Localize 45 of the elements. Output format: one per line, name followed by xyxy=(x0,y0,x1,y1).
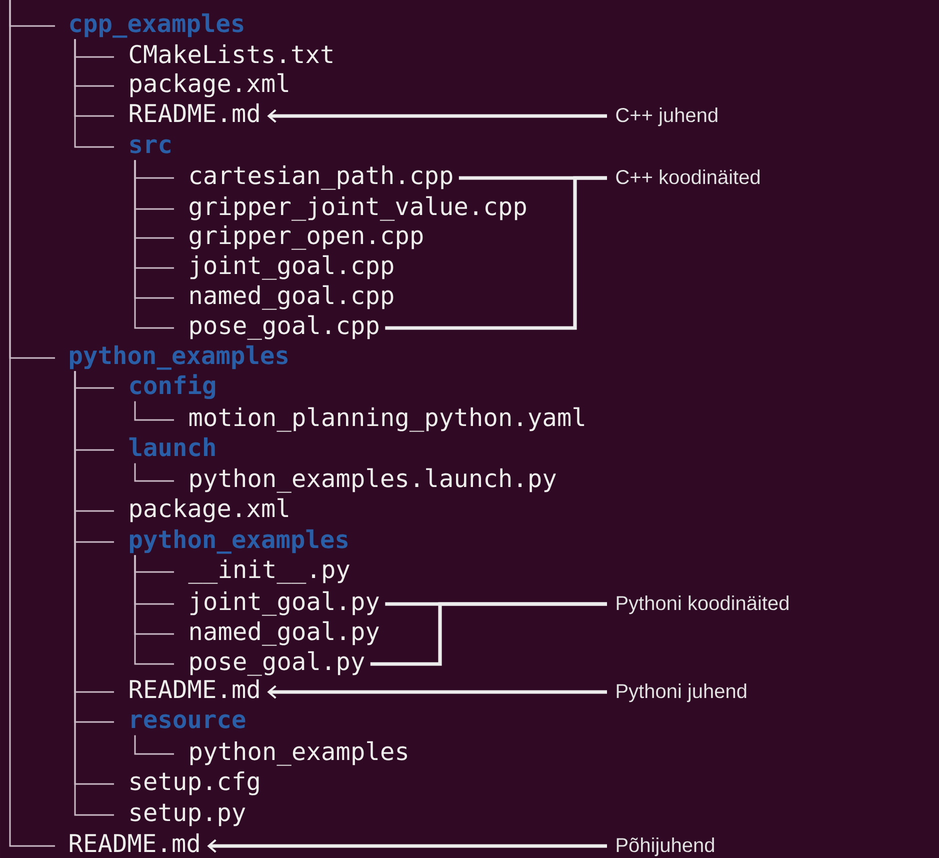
arrow xyxy=(267,109,607,123)
tree-line xyxy=(134,735,174,755)
file-name: setup.cfg xyxy=(130,771,259,796)
file-name: joint_goal.py xyxy=(190,591,379,616)
file-name: pose_goal.py xyxy=(190,651,364,676)
file-name: python_examples xyxy=(190,741,408,766)
file-name: cartesian_path.cpp xyxy=(190,165,452,190)
folder-name: cpp_examples xyxy=(70,13,244,38)
file-name: gripper_joint_value.cpp xyxy=(190,196,526,221)
tree-line xyxy=(134,555,174,665)
tree-line xyxy=(74,39,114,148)
file-name: motion_planning_python.yaml xyxy=(190,407,584,432)
file-name: named_goal.cpp xyxy=(190,285,394,310)
file-name: README.md xyxy=(130,679,259,698)
folder-name: resource xyxy=(132,714,246,728)
bracket-line xyxy=(370,602,607,666)
file-name: package.xml xyxy=(130,73,288,98)
folder-name: src xyxy=(130,139,170,154)
folder-name: config xyxy=(130,374,216,400)
file-name: named_goal.py xyxy=(190,621,379,646)
file-name: CMakeLists.txt xyxy=(130,44,332,64)
file-name: gripper_open.cpp xyxy=(190,225,423,250)
folder-name: python_examples xyxy=(130,529,348,554)
file-name: package.xml xyxy=(130,498,288,522)
file-name: README.md xyxy=(130,103,259,122)
file-name: pose_goal.cpp xyxy=(190,315,378,340)
annotation-text: Pythoni koodinäited xyxy=(616,596,788,614)
tree-line xyxy=(9,0,55,847)
folder-name: launch xyxy=(129,437,215,456)
file-name: joint_goal.cpp xyxy=(190,255,394,280)
file-name: __init__.py xyxy=(188,559,350,584)
file-name: setup.py xyxy=(130,804,246,826)
folder-name: python_examples xyxy=(70,345,288,370)
arrow xyxy=(267,685,607,699)
annotation-text: C++ koodinäited xyxy=(616,170,760,184)
annotation-text: C++ juhend xyxy=(616,108,718,126)
tree-line xyxy=(134,463,174,482)
tree-line xyxy=(134,160,174,329)
bracket-line xyxy=(385,176,607,330)
arrow xyxy=(207,839,607,853)
file-name: python_examples.launch.py xyxy=(190,468,556,493)
tree-line xyxy=(134,401,174,421)
annotation-text: Pythoni juhend xyxy=(616,684,746,702)
annotation-text: Põhijuhend xyxy=(616,838,714,856)
file-name: README.md xyxy=(70,833,199,852)
